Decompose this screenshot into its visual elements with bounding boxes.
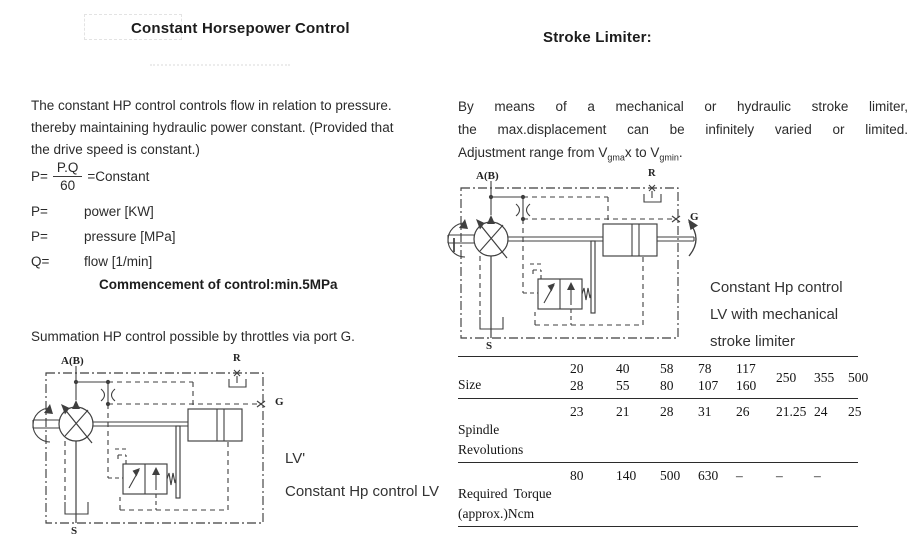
port-label-r: R: [648, 168, 656, 179]
table-cell: 630: [698, 468, 719, 483]
caption-line: LV with mechanical: [710, 306, 839, 323]
para-line: the max.displacement can be infinitely v…: [458, 122, 908, 137]
table-cell: 28: [660, 404, 674, 419]
table-row-label: Spindle: [458, 422, 500, 437]
right-paragraph: By means of a mechanical or hydraulic st…: [458, 95, 908, 170]
table-cell: –: [736, 468, 743, 483]
definition-row: P= pressure [MPa]: [31, 224, 176, 249]
right-section-title: Stroke Limiter:: [543, 29, 652, 46]
port-label-g: G: [275, 396, 284, 408]
table-cell: 21.25: [776, 404, 807, 419]
caption-line: Constant Hp control: [710, 279, 843, 296]
definition-row: Q= flow [1/min]: [31, 249, 176, 274]
definition-symbol: P=: [31, 229, 48, 244]
table-cell: –: [776, 468, 783, 483]
scan-artifact: [453, 238, 455, 252]
para-line: By means of a mechanical or hydraulic st…: [458, 99, 908, 114]
formula-numerator: P.Q: [52, 160, 83, 177]
definition-symbol: P=: [31, 204, 48, 219]
para-line: thereby maintaining hydraulic power cons…: [31, 120, 394, 135]
para-line: The constant HP control controls flow in…: [31, 98, 392, 113]
scan-artifact: [150, 64, 290, 66]
table-cell: [848, 467, 858, 484]
table-cell: 31: [698, 404, 712, 419]
diagram-caption: Constant Hp control LV: [285, 483, 439, 500]
para-line: the drive speed is constant.): [31, 142, 200, 157]
table-cell: 140: [616, 468, 637, 483]
table-cell: 250: [776, 369, 797, 385]
adjustment-mid: x to V: [624, 145, 660, 160]
table-cell: 500: [660, 468, 681, 483]
table-cell: –: [814, 468, 821, 483]
port-label-g: G: [690, 211, 699, 223]
table-cell: 26: [736, 404, 750, 419]
table-spindle-block: 23 21 28 31 26 21.25 24 25 Spindle Revol…: [458, 398, 862, 462]
hp-formula: P= P.Q 60 =Constant: [31, 160, 149, 193]
hydraulic-schematic: [32, 366, 266, 524]
table-torque-block: 80 140 500 630 – – – Required Torque (ap…: [458, 462, 858, 526]
formula-rhs: =Constant: [87, 169, 150, 184]
table-row-label: Revolutions: [458, 442, 524, 457]
caption-line: stroke limiter: [710, 333, 796, 350]
table-cell: 80: [570, 468, 584, 483]
formula-denominator: 60: [60, 178, 76, 193]
stroke-limiter-diagram: A(B) R G S: [440, 167, 730, 363]
definition-text: flow [1/min]: [84, 254, 153, 269]
definition-symbol: Q=: [31, 254, 50, 269]
symbol-definitions: P= power [KW] P= pressure [MPa] Q= flow [1/…: [31, 199, 176, 274]
formula-fraction: P.Q 60: [52, 160, 83, 193]
table-cell: 23: [570, 404, 584, 419]
table-row-label: Required Torque: [458, 486, 552, 501]
formula-lhs: P=: [31, 169, 48, 184]
table-cell: 25: [848, 404, 862, 419]
diagram-caption-model: LV': [285, 450, 306, 467]
definition-text: pressure [MPa]: [84, 229, 176, 244]
table-cell: 21: [616, 404, 630, 419]
port-label-ab: A(B): [61, 355, 84, 367]
definition-row: P= power [KW]: [31, 199, 176, 224]
adjustment-suffix: .: [678, 145, 683, 160]
vgmax-subscript: gma: [607, 152, 625, 163]
port-label-s: S: [486, 340, 493, 352]
adjustment-prefix: Adjustment range from V: [458, 145, 608, 160]
right-diagram-caption: Constant Hp control LV with mechanical s…: [710, 274, 843, 355]
constant-hp-diagram: A(B) R G S: [25, 352, 315, 548]
definition-text: power [KW]: [84, 204, 154, 219]
vgmin-subscript: gmin: [659, 152, 679, 163]
summation-note: Summation HP control possible by throttl…: [31, 329, 355, 344]
table-cell: 24: [814, 404, 828, 419]
left-paragraph: The constant HP control controls flow in…: [31, 95, 393, 161]
adjustment-line: Adjustment range from Vgmax to Vgmin.: [458, 141, 908, 170]
hydraulic-schematic: [447, 181, 698, 339]
commencement-note: Commencement of control:min.5MPa: [99, 277, 338, 292]
port-label-s: S: [71, 525, 78, 537]
port-label-ab: A(B): [476, 170, 499, 182]
table-cell: 355: [814, 369, 835, 385]
scan-artifact: [84, 14, 182, 40]
table-row-label: (approx.)Ncm: [458, 506, 535, 521]
table-cell: 500: [848, 369, 869, 385]
table-row-label: Size: [458, 377, 482, 392]
port-label-r: R: [233, 353, 241, 364]
left-section-title: Constant Horsepower Control: [131, 20, 350, 37]
